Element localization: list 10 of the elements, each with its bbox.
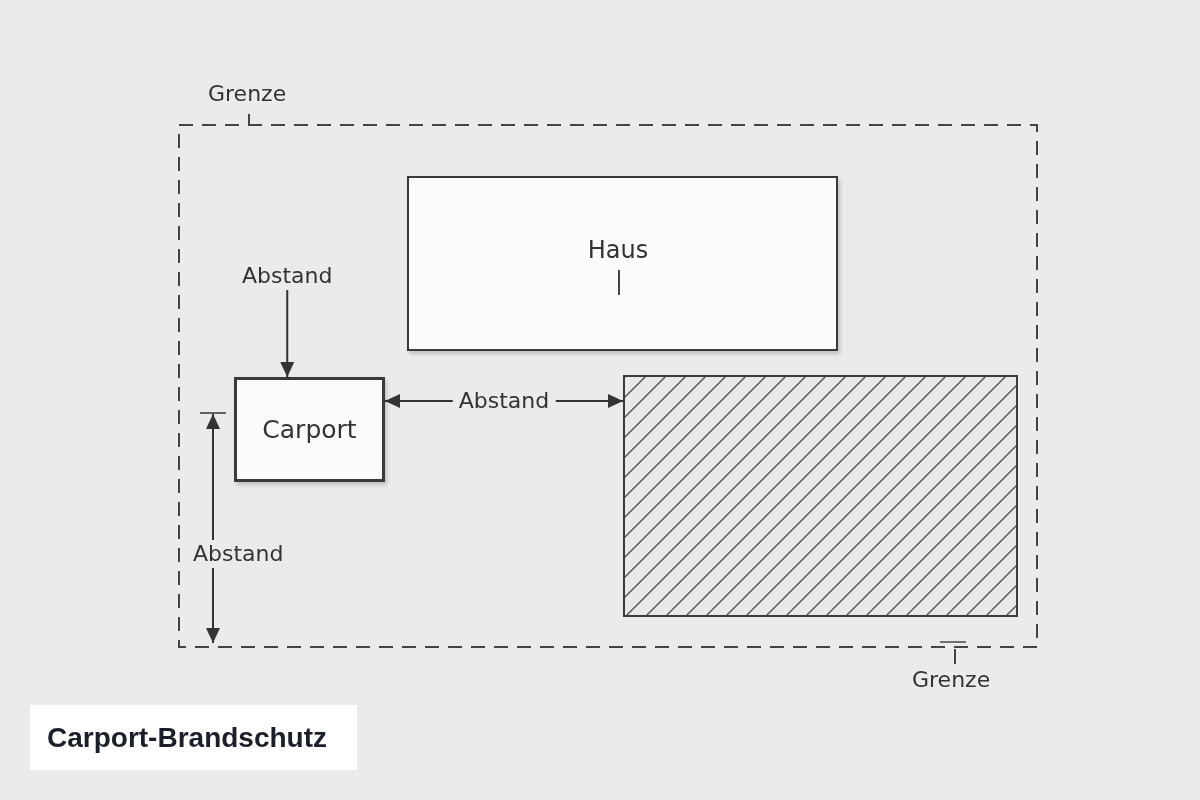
dimension-label: Abstand xyxy=(193,540,284,568)
house-box xyxy=(407,176,838,351)
hatched-area xyxy=(623,375,1018,617)
carport-box: Carport xyxy=(234,377,385,482)
arrow xyxy=(280,289,295,378)
boundary-label: Grenze xyxy=(912,666,991,694)
distance-label: Abstand xyxy=(242,262,333,290)
house-label: Haus xyxy=(587,236,649,264)
boundary-label: Grenze xyxy=(208,80,287,108)
title-banner: Carport-Brandschutz xyxy=(30,705,357,770)
